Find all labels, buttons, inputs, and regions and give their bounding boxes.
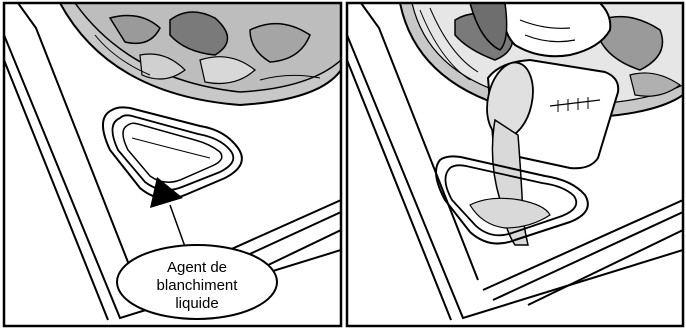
callout-line-2: blanchiment: [157, 277, 239, 294]
callout-line-1: Agent de: [167, 259, 227, 276]
left-panel: Agent de blanchiment liquide: [4, 3, 341, 326]
callout-line-3: liquide: [175, 295, 218, 312]
callout-bubble: Agent de blanchiment liquide: [117, 245, 277, 319]
right-panel: [347, 3, 683, 326]
